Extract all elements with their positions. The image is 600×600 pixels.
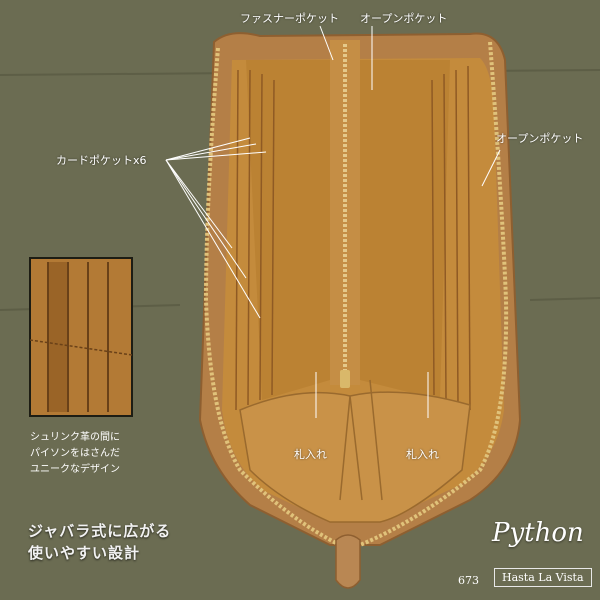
zipper-pull-inner (340, 370, 350, 388)
canvas-fold (529, 297, 600, 301)
tagline: ジャバラ式に広がる 使いやすい設計 (28, 520, 171, 564)
right-compartment (360, 60, 450, 400)
label-bill-right: 札入れ (406, 448, 439, 461)
label-bill-left: 札入れ (294, 448, 327, 461)
brand-script-logo: Python (492, 518, 584, 548)
left-compartment (246, 60, 330, 400)
inset-caption-line2: パイソンをはさんだ (30, 448, 120, 459)
label-pointers (165, 25, 501, 418)
label-open-pocket-right: オープンポケット (496, 132, 584, 145)
zipper-track-right (359, 41, 509, 547)
inset-caption-line1: シュリンク革の間に (30, 432, 120, 443)
bill-accordion (239, 391, 471, 523)
inset-caption: シュリンク革の間に パイソンをはさんだ ユニークなデザイン (30, 430, 180, 478)
inset-detail-image (29, 257, 133, 417)
label-zipper-pocket: ファスナーポケット (240, 12, 339, 25)
tagline-line2: 使いやすい設計 (28, 544, 141, 562)
model-number: 673 (458, 574, 479, 587)
card-slots-right (431, 65, 471, 411)
label-open-pocket-top: オープンポケット (360, 12, 448, 25)
brand-name-badge: Hasta La Vista (494, 568, 592, 587)
zipper-pocket-panel (330, 40, 360, 385)
accordion-folds (339, 379, 383, 501)
label-card-pocket: カードポケットx6 (56, 154, 147, 167)
zipper-pull (335, 534, 361, 589)
inset-caption-line3: ユニークなデザイン (30, 464, 120, 475)
tagline-line1: ジャバラ式に広がる (28, 522, 172, 540)
card-slots-left (235, 69, 275, 411)
